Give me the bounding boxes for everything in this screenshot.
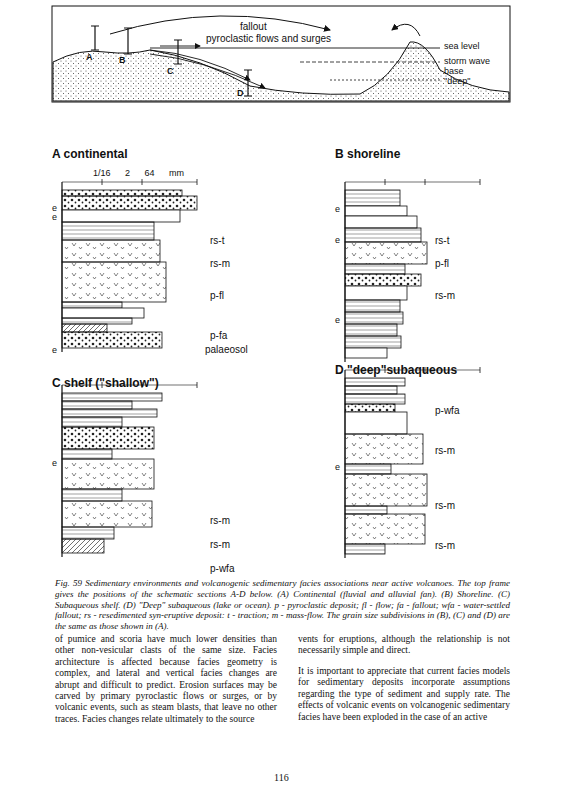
page-number: 116 bbox=[274, 772, 289, 784]
panel-title: A bbox=[86, 52, 93, 62]
facies-label: rs-m bbox=[210, 258, 230, 270]
facies-label: palaeosol bbox=[205, 344, 248, 356]
panel-title: D "deep"subaqueous bbox=[335, 364, 457, 378]
facies-label: e bbox=[52, 212, 57, 222]
facies-label: rs-m bbox=[210, 539, 230, 551]
facies-label: rs-m bbox=[435, 500, 455, 512]
facies-label: rs-t bbox=[435, 235, 449, 247]
facies-label: e bbox=[335, 462, 340, 472]
facies-label: p-wfa bbox=[210, 563, 234, 575]
body-text: of pumice and scoria have much lower den… bbox=[55, 634, 277, 725]
panel-title: C shelf ("shallow") bbox=[52, 377, 159, 391]
figure-caption: Fig. 59 Sedimentary environments and vol… bbox=[55, 578, 510, 632]
facies-label: rs-m bbox=[435, 290, 455, 302]
panel-title: D bbox=[237, 88, 244, 98]
facies-label: p-fa bbox=[210, 330, 227, 342]
facies-label: sea level bbox=[444, 41, 480, 51]
facies-label: e bbox=[335, 204, 340, 214]
facies-label: rs-t bbox=[210, 235, 224, 247]
facies-label: rs-m bbox=[210, 515, 230, 527]
facies-label: "deep" bbox=[444, 76, 470, 86]
facies-label: e bbox=[52, 345, 57, 355]
facies-label: rs-m bbox=[435, 445, 455, 457]
facies-label: e bbox=[52, 458, 57, 468]
body-text: It is important to appreciate that curre… bbox=[298, 666, 510, 723]
panel-title: B shoreline bbox=[335, 148, 400, 162]
facies-label: 1/16 2 64 mm bbox=[93, 168, 184, 178]
facies-label: e bbox=[52, 203, 57, 213]
facies-label: e bbox=[335, 235, 340, 245]
facies-label: p-fl bbox=[210, 290, 224, 302]
panel-title: C bbox=[167, 66, 174, 76]
panel-title: B bbox=[119, 55, 126, 65]
facies-label: rs-m bbox=[435, 540, 455, 552]
panel-title: A continental bbox=[52, 148, 128, 162]
facies-label: pyroclastic flows and surges bbox=[206, 33, 331, 45]
facies-label: p-fl bbox=[435, 258, 449, 270]
facies-label: fallout bbox=[240, 21, 267, 33]
facies-label: storm wave base bbox=[444, 56, 506, 77]
facies-label: p-wfa bbox=[435, 405, 459, 417]
facies-label: e bbox=[335, 315, 340, 325]
body-text: vents for eruptions, although the relati… bbox=[298, 634, 510, 657]
